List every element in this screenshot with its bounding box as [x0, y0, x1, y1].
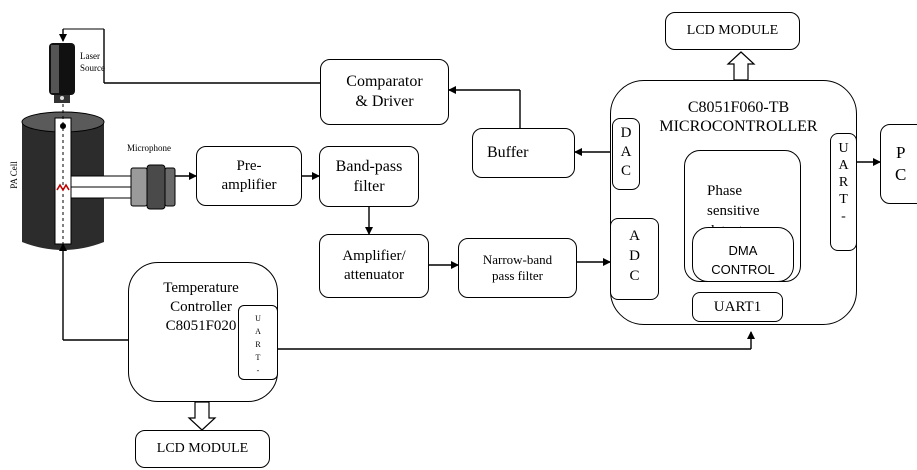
microcontroller-title: C8051F060-TB MICROCONTROLLER [659, 99, 818, 135]
pa-cell-label: PA Cell [9, 161, 19, 189]
bandpass-filter-box: Band-pass filter [319, 146, 419, 207]
laser-source-label: Laser Source [80, 51, 105, 73]
uart1-box: UART1 [692, 292, 783, 322]
pa-cell-icon [21, 104, 132, 250]
uart0-port: U A R T - [830, 133, 857, 251]
narrowband-filter-box: Narrow-band pass filter [458, 238, 577, 298]
lcd-top-hollow-arrow [726, 51, 756, 81]
microphone-label: Microphone [127, 143, 171, 153]
preamplifier-box: Pre- amplifier [196, 146, 302, 206]
lcd-bottom-hollow-arrow [187, 401, 217, 431]
microphone-icon [130, 164, 176, 210]
lcd-module-top: LCD MODULE [665, 12, 800, 50]
dma-control-box: DMA CONTROL [692, 227, 794, 282]
pc-box: P C [880, 124, 917, 204]
temperature-controller-label: Temperature Controller C8051F020 [163, 280, 239, 334]
buffer-box: Buffer [472, 128, 575, 178]
laser-source-icon [49, 43, 75, 103]
amplifier-attenuator-box: Amplifier/ attenuator [319, 234, 429, 298]
comparator-driver-box: Comparator & Driver [320, 59, 449, 125]
dac-port: D A C [612, 118, 640, 190]
lcd-module-bottom: LCD MODULE [135, 430, 270, 468]
temp-uart-port: U A R T - [238, 305, 278, 380]
adc-port: A D C [610, 218, 659, 300]
